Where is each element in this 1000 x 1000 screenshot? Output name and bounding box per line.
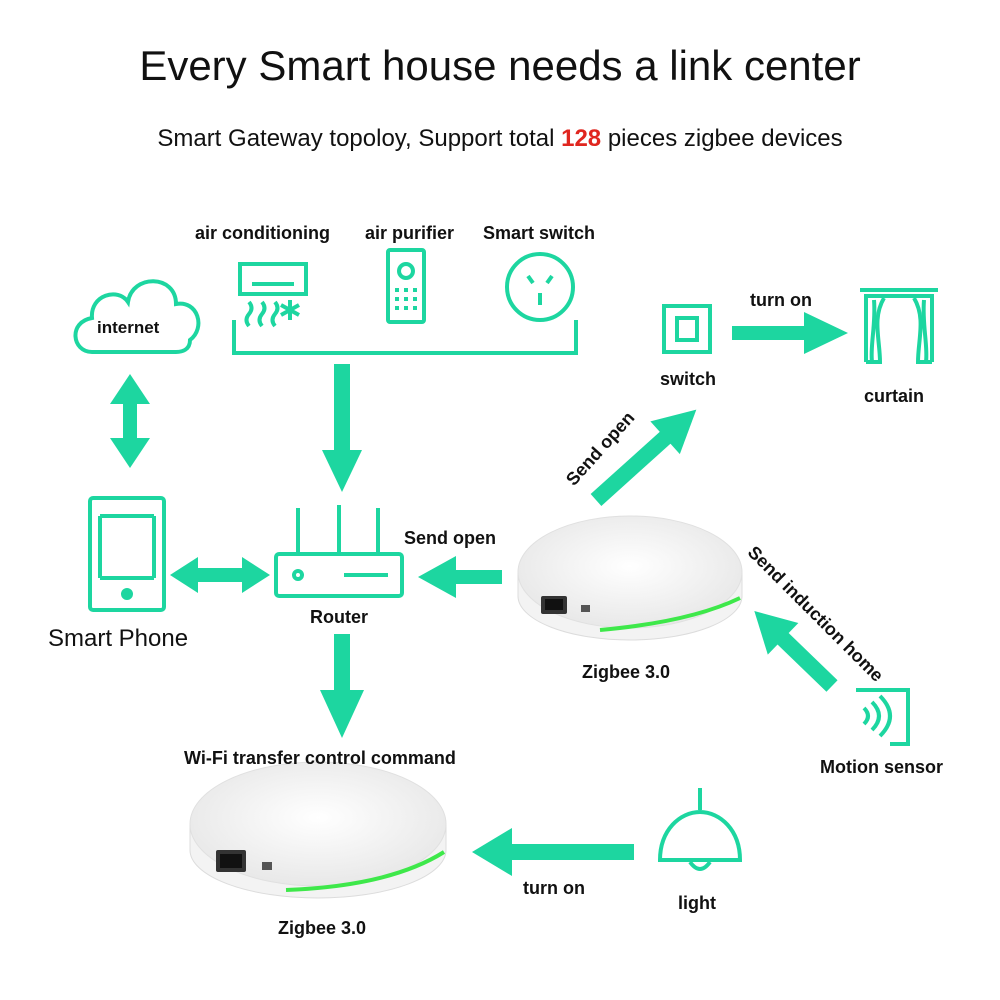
label-air-conditioning: air conditioning xyxy=(195,223,330,243)
page-subtitle: Smart Gateway topoloy, Support total 128… xyxy=(0,125,1000,153)
gateway-device-top xyxy=(517,515,743,641)
label-wifi-command: Wi-Fi transfer control command xyxy=(184,748,456,768)
label-smart-switch: Smart switch xyxy=(483,223,596,243)
label-curtain: curtain xyxy=(864,386,925,406)
motion-sensor-icon xyxy=(856,688,910,746)
label-smart-phone: Smart Phone xyxy=(48,625,189,652)
smart-socket-icon xyxy=(505,252,575,322)
curtain-icon xyxy=(860,288,938,364)
label-switch: switch xyxy=(660,369,717,389)
gateway-device-bottom xyxy=(189,761,447,899)
wall-switch-icon xyxy=(662,304,712,354)
label-turn-on-curtain: turn on xyxy=(750,290,812,310)
label-internet: internet xyxy=(97,318,160,337)
arrow-phone-router xyxy=(170,557,270,593)
label-motion-sensor: Motion sensor xyxy=(820,757,944,777)
appliance-bracket xyxy=(232,320,578,355)
smart-phone-icon xyxy=(88,496,166,612)
arrow-light-to-gateway xyxy=(472,828,634,876)
page-title: Every Smart house needs a link center xyxy=(139,42,861,89)
label-light: light xyxy=(678,893,716,913)
arrow-router-to-gateway xyxy=(320,634,364,738)
air-purifier-icon xyxy=(386,248,426,324)
air-conditioner-icon xyxy=(238,262,308,328)
label-router: Router xyxy=(310,607,368,627)
arrow-sensor-to-gateway xyxy=(754,610,838,692)
label-gateway-bottom: Zigbee 3.0 xyxy=(278,918,367,938)
device-count: 128 xyxy=(561,125,602,152)
label-turn-on-light: turn on xyxy=(523,878,585,898)
subtitle-prefix: Smart Gateway topoloy, Support total xyxy=(157,125,562,152)
arrow-gateway-to-router xyxy=(418,556,502,598)
label-send-open-router: Send open xyxy=(404,528,497,548)
router-icon xyxy=(274,505,404,598)
arrow-gateway-to-switch xyxy=(590,409,697,506)
pendant-light-icon xyxy=(657,788,743,871)
label-gateway-top: Zigbee 3.0 xyxy=(582,662,671,682)
subtitle-suffix: pieces zigbee devices xyxy=(601,125,843,152)
label-air-purifier: air purifier xyxy=(365,223,455,243)
cloud-icon xyxy=(73,279,201,354)
arrow-switch-to-curtain xyxy=(732,312,848,354)
arrow-appliances-to-router xyxy=(322,364,362,492)
arrow-cloud-phone xyxy=(110,374,150,468)
